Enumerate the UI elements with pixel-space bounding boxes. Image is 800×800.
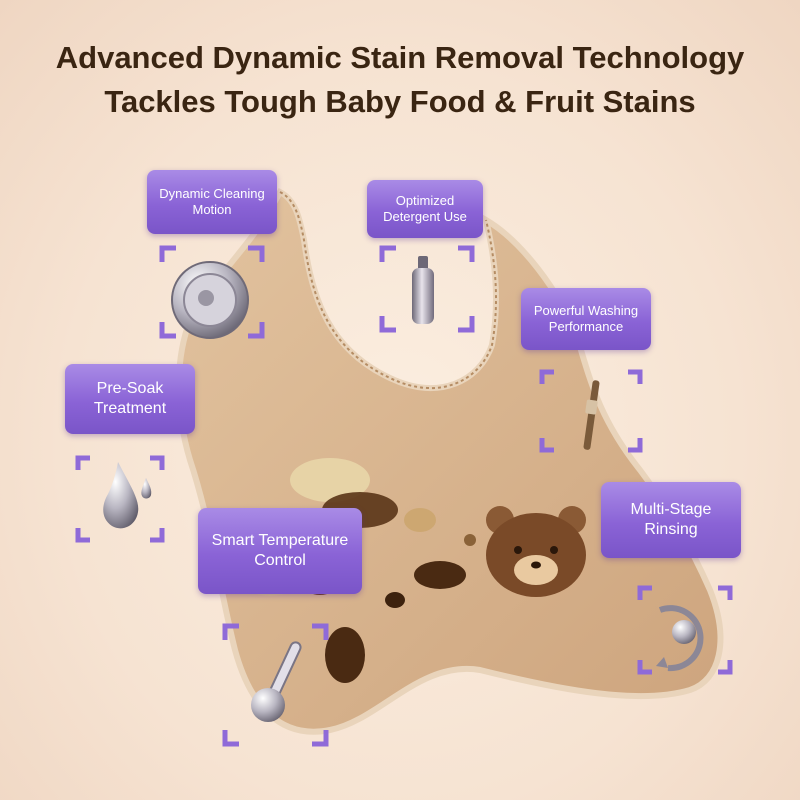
label-line: Rinsing xyxy=(644,521,698,538)
washing-drum-icon xyxy=(171,261,249,339)
powerful-washing-performance-label: Powerful Washing Performance xyxy=(521,288,651,350)
thermometer-icon xyxy=(251,641,302,722)
pre-soak-treatment-label: Pre-Soak Treatment xyxy=(65,364,195,434)
dynamic-cleaning-motion-label: Dynamic Cleaning Motion xyxy=(147,170,277,234)
label-line: Motion xyxy=(192,202,232,217)
label-line: Treatment xyxy=(93,400,167,417)
label-line: Detergent Use xyxy=(383,209,467,224)
headline: Advanced Dynamic Stain Removal Technolog… xyxy=(0,36,800,124)
multi-stage-rinsing-label: Multi-Stage Rinsing xyxy=(601,482,741,558)
label-line: Multi-Stage xyxy=(630,501,712,518)
detergent-bottle-icon xyxy=(412,256,434,324)
label-line: Performance xyxy=(548,319,624,334)
headline-line-1: Advanced Dynamic Stain Removal Technolog… xyxy=(55,40,745,75)
label-line: Optimized xyxy=(395,192,455,208)
optimized-detergent-use-label: Optimized Detergent Use xyxy=(367,180,483,238)
brush-icon xyxy=(583,380,600,450)
bear-print xyxy=(486,506,586,597)
baby-bib xyxy=(175,187,724,735)
rinse-cycle-icon xyxy=(656,605,704,672)
smart-temperature-control-label: Smart Temperature Control xyxy=(198,508,362,594)
label-line: Pre-Soak xyxy=(96,380,164,397)
label-line: Control xyxy=(254,552,306,569)
label-line: Smart Temperature xyxy=(211,532,349,549)
headline-line-2: Tackles Tough Baby Food & Fruit Stains xyxy=(104,84,696,119)
focus-brackets xyxy=(75,245,733,747)
water-drop-icon xyxy=(103,462,152,529)
label-line: Dynamic Cleaning xyxy=(159,185,265,201)
label-line: Powerful Washing xyxy=(533,302,639,318)
